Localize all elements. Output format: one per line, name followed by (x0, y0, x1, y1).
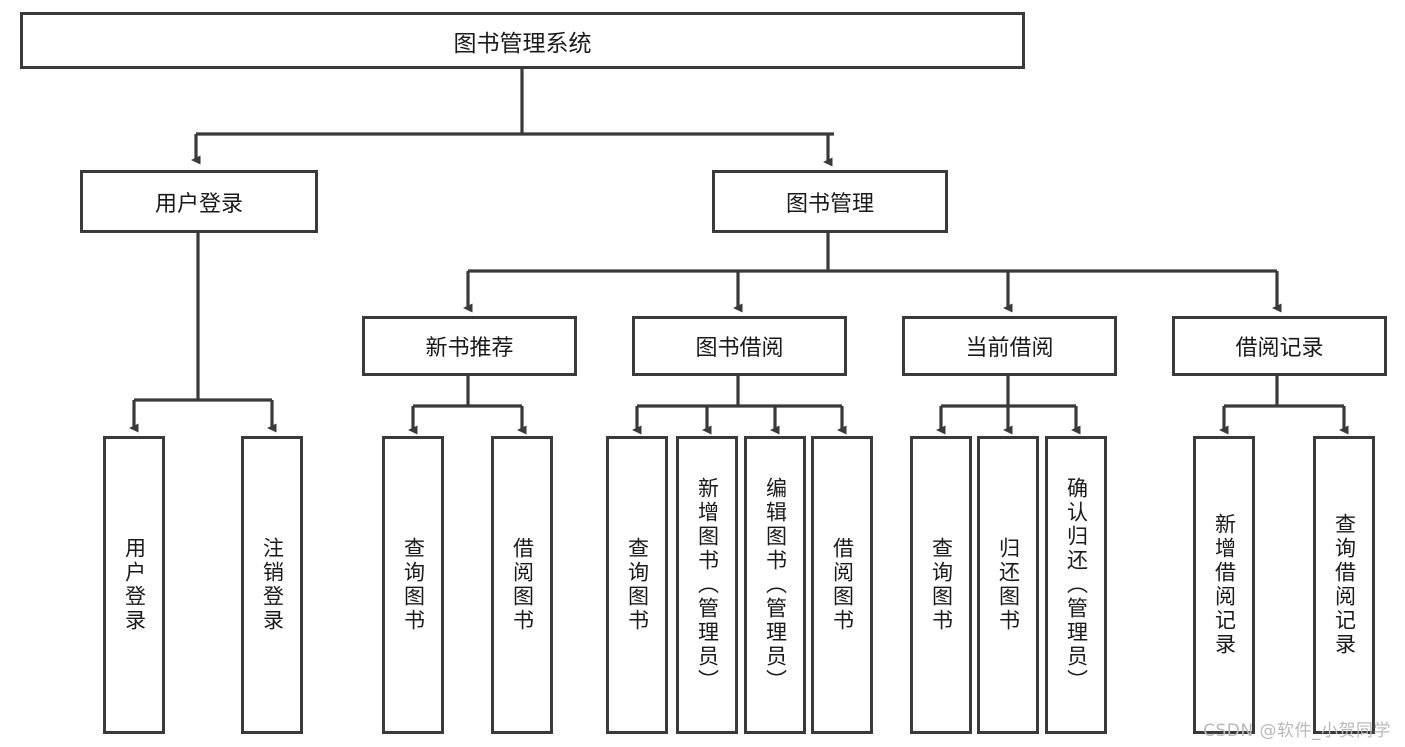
leaf-borrow-book-recommend-label: 借阅图书 (510, 537, 535, 633)
leaf-query-book-current-label: 查询图书 (929, 537, 954, 633)
csdn-watermark: CSDN @软件_小贺同学 (1203, 721, 1391, 741)
leaf-return-book[interactable]: 归还图书 (977, 436, 1039, 734)
leaf-query-book-current[interactable]: 查询图书 (910, 436, 972, 734)
node-book-borrow-label: 图书借阅 (695, 336, 784, 361)
leaf-confirm-return-admin[interactable]: 确认归还（管理员） (1045, 436, 1107, 734)
node-user-login[interactable]: 用户登录 (80, 170, 318, 233)
leaf-borrow-book-borrow[interactable]: 借阅图书 (811, 436, 873, 734)
leaf-user-login[interactable]: 用户登录 (103, 436, 165, 734)
leaf-query-book-recommend[interactable]: 查询图书 (382, 436, 444, 734)
leaf-query-borrow-record-label: 查询借阅记录 (1332, 513, 1357, 657)
leaf-query-book-borrow[interactable]: 查询图书 (606, 436, 668, 734)
node-new-book-recommend[interactable]: 新书推荐 (362, 316, 577, 376)
leaf-confirm-return-admin-label: 确认归还（管理员） (1064, 477, 1089, 693)
leaf-add-borrow-record-label: 新增借阅记录 (1212, 513, 1237, 657)
leaf-borrow-book-borrow-label: 借阅图书 (830, 537, 855, 633)
leaf-add-book-admin-label: 新增图书（管理员） (695, 477, 720, 693)
leaf-query-borrow-record[interactable]: 查询借阅记录 (1313, 436, 1375, 734)
node-borrow-record[interactable]: 借阅记录 (1172, 316, 1387, 376)
node-book-borrow[interactable]: 图书借阅 (632, 316, 847, 376)
leaf-add-book-admin[interactable]: 新增图书（管理员） (676, 436, 738, 734)
leaf-user-login-label: 用户登录 (122, 537, 147, 633)
node-current-borrow-label: 当前借阅 (965, 336, 1054, 361)
leaf-add-borrow-record[interactable]: 新增借阅记录 (1193, 436, 1255, 734)
node-root[interactable]: 图书管理系统 (20, 12, 1025, 69)
leaf-logout[interactable]: 注销登录 (241, 436, 303, 734)
leaf-return-book-label: 归还图书 (996, 537, 1021, 633)
leaf-logout-label: 注销登录 (260, 537, 285, 633)
leaf-query-book-recommend-label: 查询图书 (401, 537, 426, 633)
leaf-query-book-borrow-label: 查询图书 (625, 537, 650, 633)
node-book-manage-label: 图书管理 (785, 191, 874, 217)
node-borrow-record-label: 借阅记录 (1235, 336, 1324, 361)
node-root-label: 图书管理系统 (453, 30, 592, 57)
leaf-edit-book-admin[interactable]: 编辑图书（管理员） (744, 436, 806, 734)
leaf-edit-book-admin-label: 编辑图书（管理员） (763, 477, 788, 693)
node-user-login-label: 用户登录 (154, 191, 243, 217)
node-book-manage[interactable]: 图书管理 (712, 170, 948, 233)
leaf-borrow-book-recommend[interactable]: 借阅图书 (491, 436, 553, 734)
node-current-borrow[interactable]: 当前借阅 (902, 316, 1117, 376)
node-new-book-recommend-label: 新书推荐 (425, 336, 514, 361)
